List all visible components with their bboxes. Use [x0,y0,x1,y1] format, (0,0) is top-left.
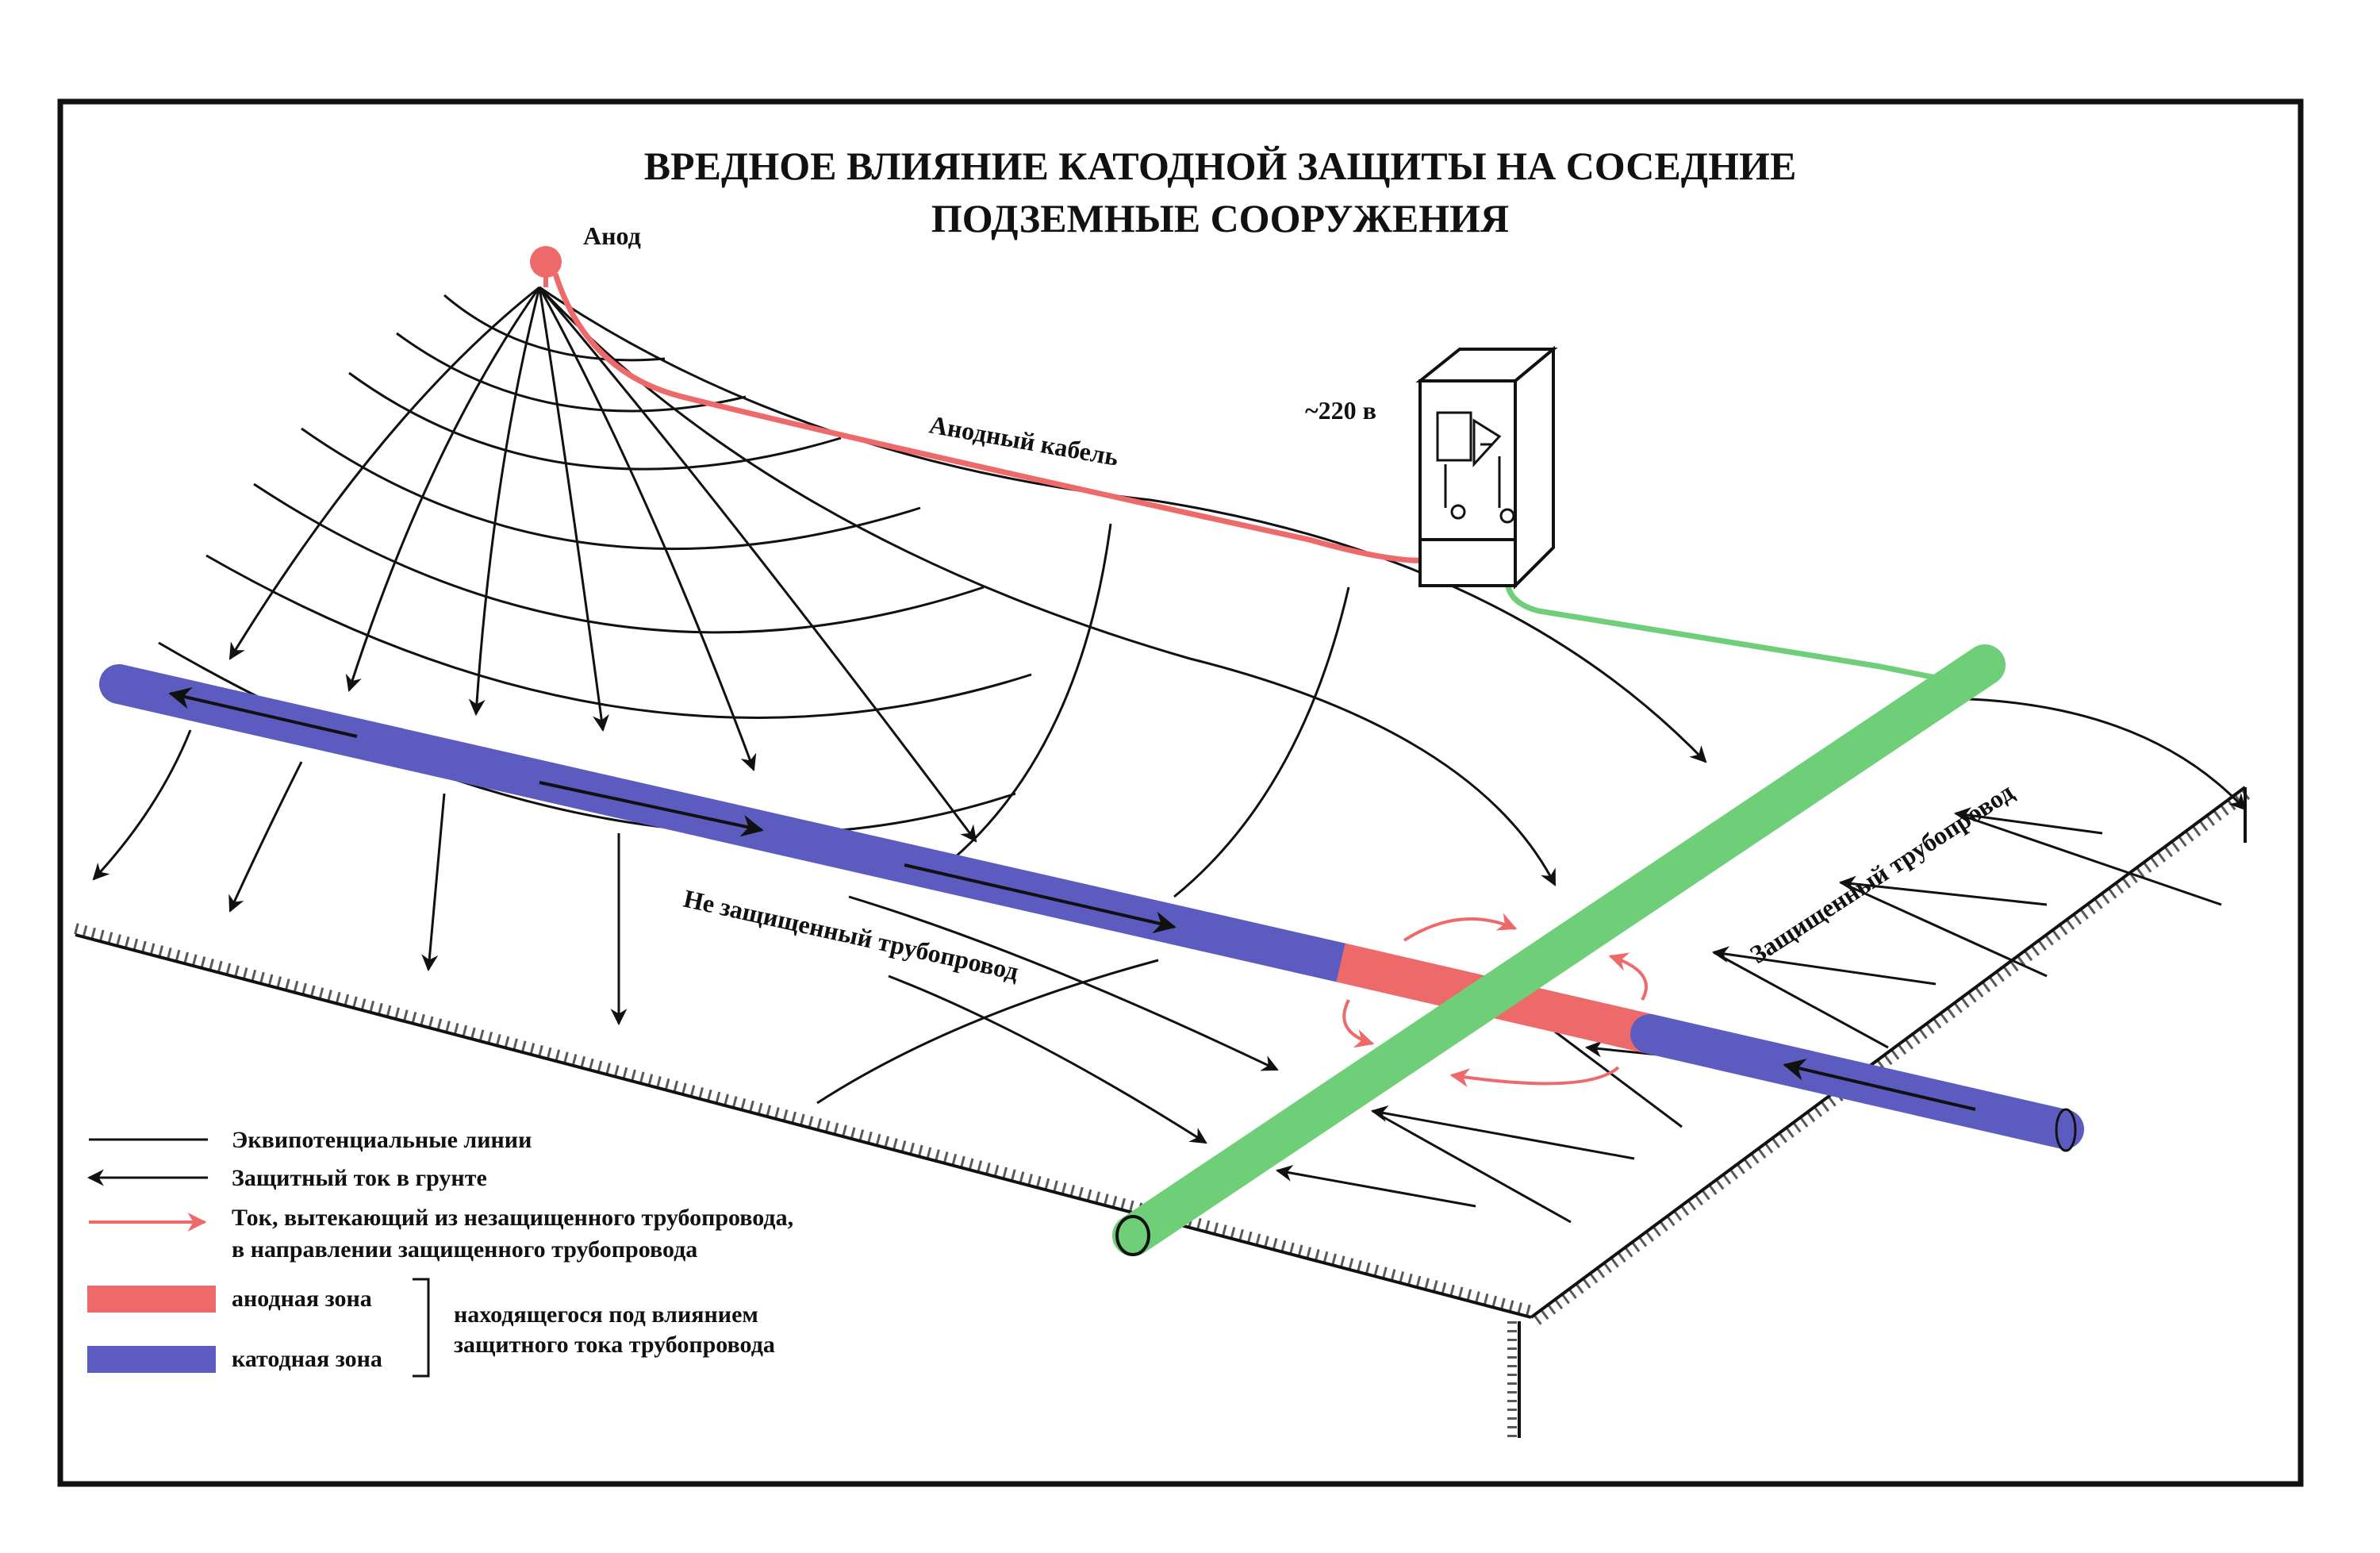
rectifier-diode-icon [1436,411,1515,524]
legend-leak-current-label-2: в направлении защищенного трубопровода [232,1236,697,1263]
legend-bracket [413,1278,430,1378]
soil-grid-lines [1372,812,2222,1224]
anode-electrode-icon [530,246,562,287]
ground-slab [74,786,2255,1438]
title-line-2: ПОДЗЕМНЫЕ СООРУЖЕНИЯ [931,196,1509,240]
legend-bracket-note-2: защитного тока трубопровода [454,1332,775,1358]
leak-current-arrows [1342,913,1648,1088]
legend-anode-zone-swatch [87,1286,216,1313]
title-line-1: ВРЕДНОЕ ВЛИЯНИЕ КАТОДНОЙ ЗАЩИТЫ НА СОСЕД… [644,144,1797,188]
cathodic-protection-station-icon [1415,345,1558,590]
outer-frame [57,98,2304,1487]
unprotected-pipeline [99,664,2084,1152]
protected-pipeline [1112,644,2006,1256]
drainage-cable [1504,516,1960,686]
legend-cathode-zone-swatch [87,1346,216,1373]
legend-bracket-note-1: находящегося под влиянием [454,1301,758,1328]
unprotected-pipe-label: Не защищенный трубопровод [681,884,1021,986]
legend-equipotential-label: Эквипотенциальные линии [232,1127,532,1153]
legend: Эквипотенциальные линии Защитный ток в г… [86,1127,793,1378]
legend-cathode-zone-label: катодная зона [232,1346,382,1372]
anode-cable [552,272,1459,563]
anode-label: Анод [583,221,641,250]
pipe-end-cap [2055,1108,2077,1152]
protected-pipe-end-cap [1115,1215,1150,1256]
voltage-label: ~220 в [1305,396,1376,425]
legend-protective-current-label: Защитный ток в грунте [232,1165,487,1191]
legend-anode-zone-label: анодная зона [232,1286,372,1312]
legend-leak-current-label-1: Ток, вытекающий из незащищенного трубопр… [232,1205,793,1231]
protective-current-arrows [92,286,2247,1208]
pipe-current-arrows [168,686,1976,1111]
